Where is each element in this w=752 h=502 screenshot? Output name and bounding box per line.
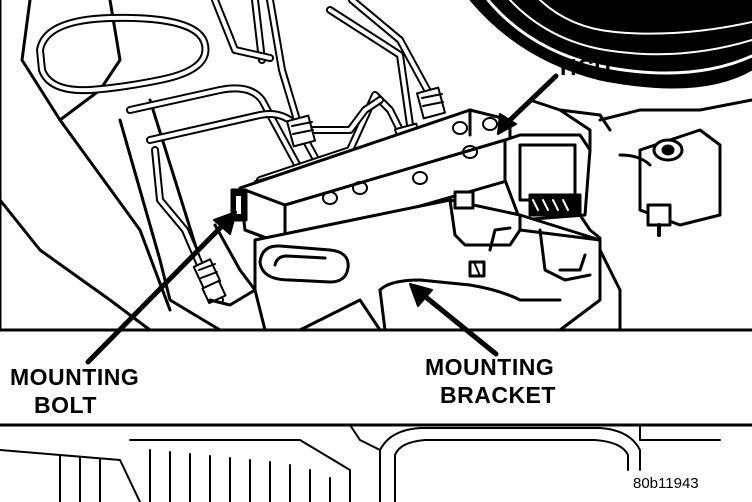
right-stud-nut <box>598 98 752 332</box>
label-hcu: HCU <box>560 54 612 80</box>
booster-housing <box>469 0 752 89</box>
leader-mounting-bolt <box>85 211 237 365</box>
leader-mounting-bracket <box>409 283 499 357</box>
label-mounting-bracket-line1: MOUNTING <box>425 354 555 380</box>
label-mounting-bolt-line1: MOUNTING <box>10 364 140 390</box>
pump-motor-connector <box>503 98 612 222</box>
label-mounting-bolt-line2: BOLT <box>34 392 97 418</box>
lower-components <box>0 424 721 502</box>
leader-hcu <box>497 73 559 135</box>
label-mounting-bracket-line2: BRACKET <box>440 382 556 408</box>
frame-rail-left <box>0 0 222 332</box>
figure-id: 80b11943 <box>633 475 699 492</box>
mounting-bracket <box>208 190 602 332</box>
crossmember <box>0 328 752 427</box>
